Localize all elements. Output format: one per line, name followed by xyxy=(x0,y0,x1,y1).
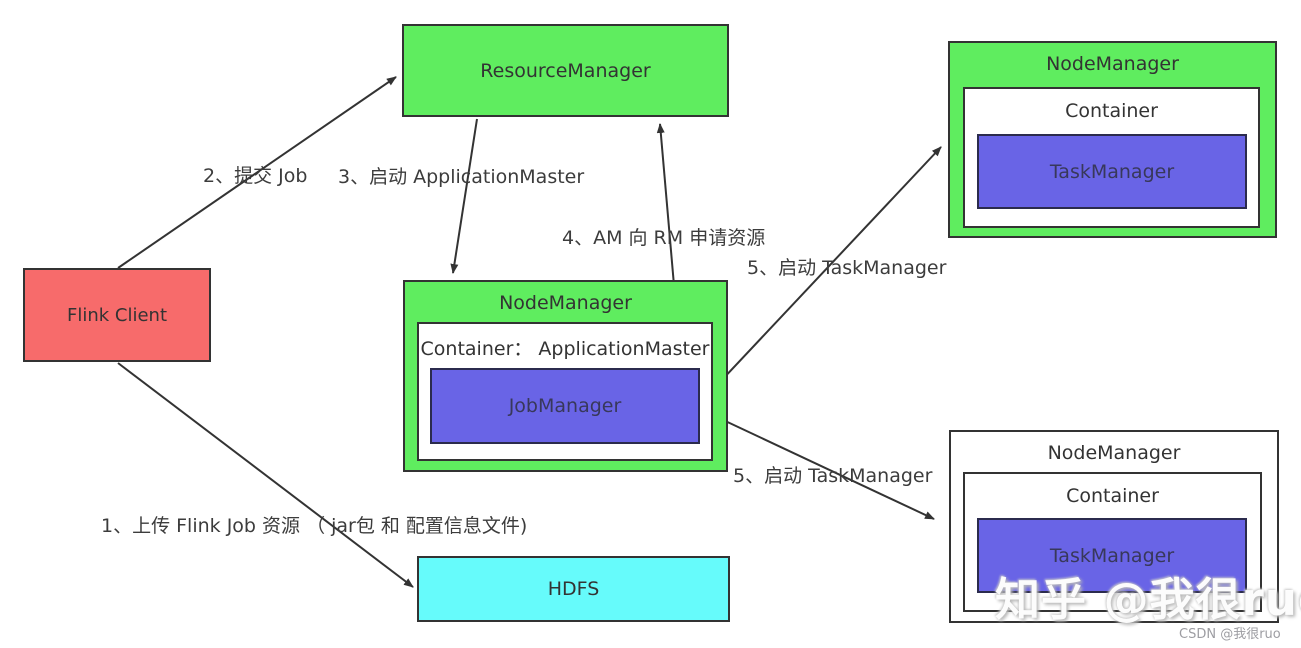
node-hdfs-label: HDFS xyxy=(547,578,600,600)
container-applicationmaster: Container： ApplicationMaster JobManager xyxy=(417,322,713,461)
container-applicationmaster-label: Container： ApplicationMaster xyxy=(420,338,710,360)
container-bottom-right: Container TaskManager xyxy=(963,472,1262,612)
node-hdfs: HDFS xyxy=(417,556,730,622)
arrow-client-to-hdfs xyxy=(117,362,414,588)
edge-label-step5a-start-taskmanager: 5、启动 TaskManager xyxy=(747,257,947,279)
node-jobmanager-label: JobManager xyxy=(508,395,622,417)
watermark-csdn: CSDN @我很ruo xyxy=(1179,627,1281,642)
watermark-zhihu: 知乎 @我很ruo xyxy=(995,573,1301,626)
node-nodemanager-top-right-label: NodeManager xyxy=(1046,53,1179,75)
container-top-right: Container TaskManager xyxy=(963,87,1260,228)
edge-label-step1-upload-flink-job-resources: 1、上传 Flink Job 资源 （ jar包 和 配置信息文件) xyxy=(101,515,528,537)
node-taskmanager-top-label: TaskManager xyxy=(1049,160,1175,183)
node-taskmanager-bottom-label: TaskManager xyxy=(1049,544,1175,567)
node-nodemanager-center-label: NodeManager xyxy=(499,292,632,314)
arrow-rm-to-nm-center xyxy=(450,118,478,274)
edge-label-step3-start-applicationmaster: 3、启动 ApplicationMaster xyxy=(338,166,585,188)
container-bottom-right-label: Container xyxy=(1066,485,1159,507)
edge-label-step4-am-request-resources: 4、AM 向 RM 申请资源 xyxy=(562,227,766,249)
node-taskmanager-top: TaskManager xyxy=(977,134,1247,209)
node-resource-manager: ResourceManager xyxy=(402,24,729,117)
node-nodemanager-center: NodeManager Container： ApplicationMaster… xyxy=(403,280,728,472)
node-flink-client: Flink Client xyxy=(23,268,211,362)
node-jobmanager: JobManager xyxy=(430,368,700,444)
edge-label-step2-submit-job: 2、提交 Job xyxy=(203,165,308,187)
container-top-right-label: Container xyxy=(1065,100,1158,122)
node-flink-client-label: Flink Client xyxy=(66,304,168,326)
node-taskmanager-bottom: TaskManager xyxy=(977,518,1247,593)
node-nodemanager-bottom-right-label: NodeManager xyxy=(1047,442,1181,464)
node-resource-manager-label: ResourceManager xyxy=(480,59,651,82)
edge-label-step5b-start-taskmanager: 5、启动 TaskManager xyxy=(733,465,933,487)
node-nodemanager-top-right: NodeManager Container TaskManager xyxy=(948,41,1277,238)
node-nodemanager-bottom-right: NodeManager Container TaskManager xyxy=(949,430,1279,623)
